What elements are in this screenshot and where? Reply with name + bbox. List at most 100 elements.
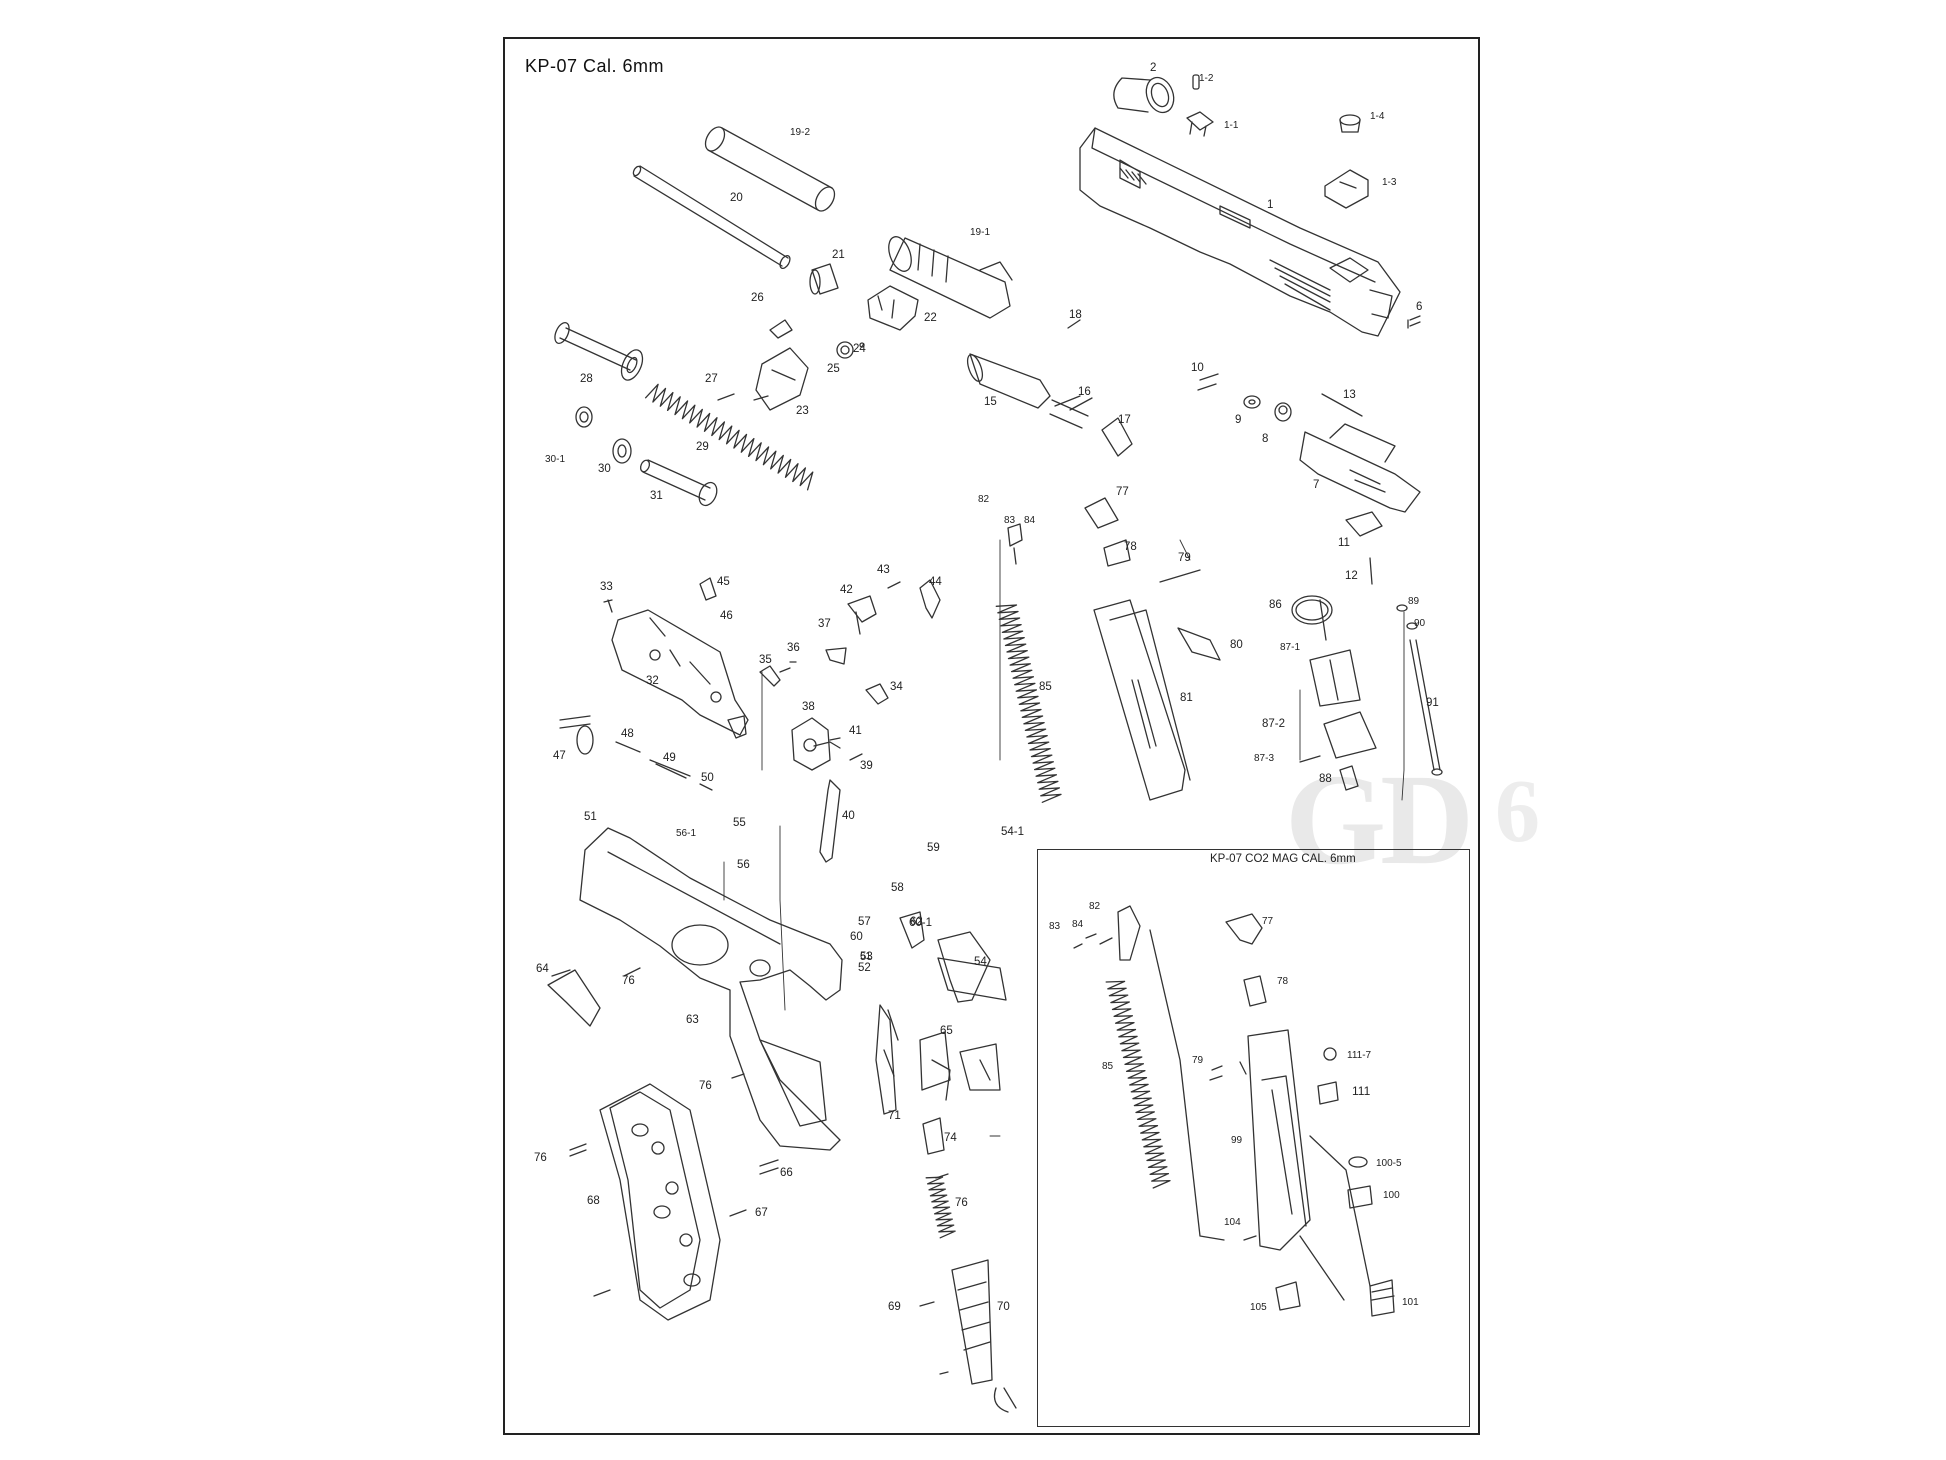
part-callout: 13 [1343, 389, 1356, 401]
part-callout: 54 [974, 956, 987, 968]
part-callout: 35 [759, 654, 772, 666]
part-callout: 64 [536, 963, 549, 975]
part-callout: 2 [1150, 62, 1157, 74]
part-callout: 68 [587, 1195, 600, 1207]
part-callout: 25 [827, 363, 840, 375]
co2-magazine-inset [1037, 849, 1470, 1427]
part-callout: 15 [984, 396, 997, 408]
inset-callout: 99 [1231, 1135, 1243, 1146]
hopup-chamber-drawing [836, 285, 919, 359]
inset-callout: 105 [1250, 1302, 1267, 1313]
part-callout: 70 [997, 1301, 1010, 1313]
piston-drawing [966, 319, 1133, 457]
part-callout: 49 [663, 752, 676, 764]
part-callout: 9 [1235, 414, 1242, 426]
recoil-spring-drawing [644, 383, 814, 491]
barrel-bushing-drawing [888, 236, 1013, 319]
part-callout: 55 [733, 817, 746, 829]
inset-callout: 101 [1402, 1297, 1419, 1308]
inset-callout: 104 [1224, 1217, 1241, 1228]
part-callout: 57 [858, 916, 871, 928]
inset-callout: 111-7 [1347, 1050, 1372, 1061]
part-callout: 31 [650, 490, 663, 502]
part-callout: 56 [737, 859, 750, 871]
part-callout: 41 [849, 725, 862, 737]
part-callout: 46 [720, 610, 733, 622]
part-callout: 38 [802, 701, 815, 713]
part-callout: 1-1 [1224, 120, 1239, 131]
part-callout: 23 [796, 405, 809, 417]
inset-callout: 100-5 [1376, 1158, 1402, 1169]
part-callout: 77 [1116, 486, 1129, 498]
part-callout: 30 [598, 463, 611, 475]
part-callout: 44 [929, 576, 942, 588]
watermark-suffix: 6 [1495, 762, 1540, 861]
part-callout: 56-1 [676, 828, 697, 839]
inset-callout: 77 [1262, 916, 1274, 927]
part-callout: 76 [534, 1152, 547, 1164]
diagram-frame [503, 37, 1480, 1435]
part-callout: 51 [584, 811, 597, 823]
part-callout: 29 [696, 441, 709, 453]
part-callout: 40 [842, 810, 855, 822]
part-callout: 10 [1191, 362, 1204, 374]
part-callout: 62 [910, 916, 923, 928]
part-callout: 22 [924, 312, 937, 324]
inset-drawing [1073, 905, 1395, 1317]
recoil-guide-drawing [554, 322, 644, 381]
part-callout: 82 [978, 494, 990, 505]
small-slide-parts [1186, 74, 1421, 329]
part-callout: 67 [755, 1207, 768, 1219]
spring-guide-drawing [575, 406, 718, 507]
leader-lines [723, 539, 1405, 1137]
part-callout: 24 [853, 343, 866, 355]
part-callout: 17 [1118, 414, 1131, 426]
inner-barrel-drawing [632, 165, 791, 270]
part-callout: 50 [701, 772, 714, 784]
slide-drawing [1079, 127, 1401, 337]
part-callout: 1 [1267, 199, 1274, 211]
part-callout: 69 [888, 1301, 901, 1313]
part-callout: 28 [580, 373, 593, 385]
part-callout: 58 [891, 882, 904, 894]
part-callout: 27 [705, 373, 718, 385]
part-callout: 12 [1345, 570, 1358, 582]
part-callout: 84 [1024, 515, 1036, 526]
part-callout: 87-3 [1254, 753, 1275, 764]
part-callout: 53 [860, 951, 873, 963]
part-callout: 19-1 [970, 227, 991, 238]
diagram-title: KP-07 Cal. 6mm [525, 56, 665, 76]
part-callout: 81 [1180, 692, 1193, 704]
part-callout: 37 [818, 618, 831, 630]
front-bushing-drawing [1113, 76, 1175, 114]
part-callout: 18 [1069, 309, 1082, 321]
outer-barrel-drawing [704, 126, 836, 212]
part-callout: 76 [699, 1080, 712, 1092]
part-callout: 63 [686, 1014, 699, 1026]
part-callout: 11 [1338, 537, 1350, 549]
part-callout: 39 [860, 760, 873, 772]
part-callout: 85 [1039, 681, 1052, 693]
inset-callout: 84 [1072, 919, 1084, 930]
part-callout: 42 [840, 584, 853, 596]
part-callout: 74 [944, 1132, 957, 1144]
hammer-housing-drawing [603, 577, 749, 736]
part-callout: 30-1 [545, 454, 566, 465]
part-callout: 60 [850, 931, 863, 943]
part-callout: 87-1 [1280, 642, 1301, 653]
inset-spring-drawing [1105, 980, 1171, 1189]
part-callout: 86 [1269, 599, 1282, 611]
part-callout: 80 [1230, 639, 1243, 651]
part-callout: 76 [622, 975, 635, 987]
part-callout: 26 [751, 292, 764, 304]
mainspring-drawing [925, 1176, 956, 1239]
part-callout: 34 [890, 681, 903, 693]
part-callout: 33 [600, 581, 613, 593]
part-callout: 7 [1313, 479, 1320, 491]
part-callout: 36 [787, 642, 800, 654]
part-callout: 19-2 [790, 127, 811, 138]
part-callout: 8 [1262, 433, 1269, 445]
part-callout: 60-1 [909, 917, 933, 929]
part-callout: 76 [955, 1197, 968, 1209]
mainspring-housing-drawing [875, 1004, 951, 1115]
